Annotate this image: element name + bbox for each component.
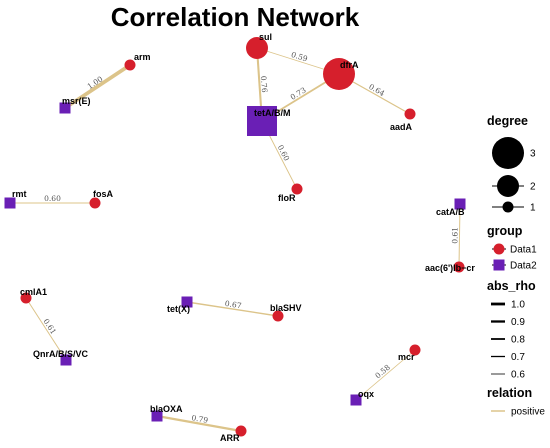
legend-relation-label-positive: positive [511,407,545,418]
edge-msre-arm [63,63,132,110]
node-label-tetx: tet(X) [167,304,190,314]
node-layer [4,37,466,437]
legend-group-swatch-data1 [493,243,505,255]
node-label-arm: arm [134,52,151,62]
edge-tetx-blashv [186,301,279,317]
diagram-title: Correlation Network [111,2,360,32]
legend-group-label-data1: Data1 [510,245,537,256]
node-oqx[interactable] [350,394,362,406]
node-label-tetabm: tetA/B/M [254,108,291,118]
node-label-layer: sul dfrA tetA/B/M aadA floR arm msr(E) rmt fosA c… [12,32,475,443]
legend-degree-title: degree [487,114,528,128]
legend-degree-swatch-1 [502,201,514,213]
legend-relation-title: relation [487,386,532,400]
edge-blaoxa-arr [155,414,243,433]
edge-label-rmt-fosa: 0.60 [44,194,61,203]
legend-degree-swatch-2 [497,175,519,197]
node-label-aada: aadA [390,122,413,132]
node-fosa[interactable] [89,197,101,209]
node-tetx[interactable] [181,296,193,308]
legend-abs-rho-label-0-8: 0.8 [511,335,525,346]
node-label-aac6: aac(6')Ib−cr [425,263,475,273]
legend-group-label-data2: Data2 [510,261,537,272]
legend-degree-label-1: 1 [530,203,536,214]
edge-label-tetx-blashv: 0.67 [224,299,242,310]
legend-abs-rho-label-1-0: 1.0 [511,300,525,311]
node-qnr[interactable] [60,354,72,366]
legend-degree-label-2: 2 [530,182,536,193]
node-label-arr: ARR [220,433,240,443]
node-aac6[interactable] [453,261,465,273]
node-label-blaoxa: blaOXA [150,404,183,414]
edge-oqx-mcr [355,349,416,401]
edge-catab-aac6 [458,203,461,268]
node-label-flor: floR [278,193,296,203]
node-label-mcr: mcr [398,352,415,362]
node-msre[interactable] [59,102,71,114]
node-arm[interactable] [124,59,136,71]
edge-label-catab-aac6: 0.61 [450,227,459,244]
edge-label-sul-tetabm: 0.76 [259,76,269,94]
node-tetabm[interactable] [247,106,277,136]
legend-degree-label-3: 3 [530,149,536,160]
node-mcr[interactable] [409,344,421,356]
node-arr[interactable] [235,425,247,437]
edge-cmla1-qnr [25,297,67,361]
legend-group-swatch-data2 [493,259,505,271]
legend-abs-rho-title: abs_rho [487,279,536,293]
legend-group-title: group [487,224,523,238]
legend-degree-swatch-3 [492,137,524,169]
node-dfra[interactable] [323,58,355,90]
node-rmt[interactable] [4,197,16,209]
node-label-blashv: blaSHV [270,303,302,313]
node-label-sul: sul [259,32,272,42]
legend-abs-rho-label-0-7: 0.7 [511,352,525,363]
node-sul[interactable] [246,37,268,59]
node-label-rmt: rmt [12,189,27,199]
node-label-msre: msr(E) [62,96,91,106]
node-label-cmla1: cmlA1 [20,287,47,297]
node-label-fosa: fosA [93,189,114,199]
node-flor[interactable] [291,183,303,195]
node-label-dfra: dfrA [340,60,359,70]
node-blaoxa[interactable] [151,410,163,422]
node-label-catab: catA/B [436,207,465,217]
edge-label-blaoxa-arr: 0.79 [191,413,209,425]
legend-abs-rho-label-0-6: 0.6 [511,370,525,381]
node-blashv[interactable] [272,310,284,322]
node-cmla1[interactable] [20,292,32,304]
node-label-oqx: oqx [358,389,374,399]
node-catab[interactable] [454,198,466,210]
node-label-qnr: QnrA/B/S/VC [33,349,89,359]
legend-abs-rho-label-0-9: 0.9 [511,317,525,328]
node-aada[interactable] [404,108,416,120]
